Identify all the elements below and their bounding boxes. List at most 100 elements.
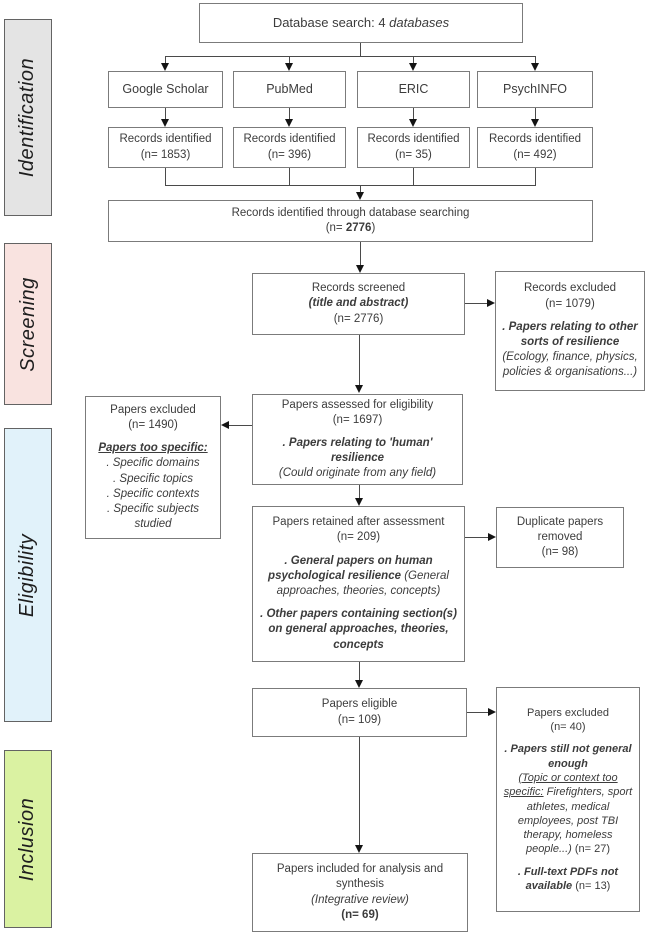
total-n-value: 2776 [345,222,372,234]
excluded-specific-item: . Specific subjects studied [106,502,200,531]
arrowhead-down [161,63,169,71]
records-count: (n= 35) [395,148,432,161]
box-papers-assessed: Papers assessed for eligibility (n= 1697… [252,394,463,485]
excluded-general-count: (n= 40) [550,721,586,734]
box-pubmed: PubMed [233,71,346,108]
included-count: (n= 69) [341,908,379,921]
box-duplicates-removed: Duplicate papers removed (n= 98) [496,507,624,568]
database-name: ERIC [398,82,429,97]
excluded-general-line1: Papers excluded [527,706,609,719]
box-records-excluded: Records excluded (n= 1079) . Papers rela… [495,271,645,391]
eligible-count: (n= 109) [337,713,382,726]
screened-count: (n= 2776) [333,312,384,325]
connector-line [289,108,290,120]
screened-line1: Records screened [311,282,406,295]
arrowhead-down [355,845,363,853]
connector-line [360,185,361,193]
total-n-suffix: ) [371,222,376,234]
box-records-eric: Records identified (n= 35) [357,127,470,168]
box-records-google-scholar: Records identified (n= 1853) [108,127,223,168]
excluded-specific-heading: Papers too specific: [98,442,208,455]
connector-line [229,425,252,426]
duplicates-count: (n= 98) [541,546,579,559]
arrowhead-down [409,119,417,127]
connector-line [535,168,536,186]
connector-line [359,737,360,846]
arrowhead-down [531,119,539,127]
box-papers-included: Papers included for analysis and synthes… [252,853,468,932]
assessed-line1: Papers assessed for eligibility [281,398,434,411]
connector-line [289,168,290,186]
arrowhead-down [355,680,363,688]
excluded-general-reason2: . Full-text PDFs not available [517,865,619,892]
phase-label-inclusion: Inclusion [16,797,39,881]
excluded-general-reason1-detail: Firefighters, sport athletes, medical em… [517,786,633,856]
connector-line [535,108,536,120]
phase-label-identification: Identification [16,57,39,178]
excluded-specific-count: (n= 1490) [128,418,178,431]
included-line2: (Integrative review) [311,893,409,906]
arrowhead-down [355,385,363,393]
connector-line [413,168,414,186]
connector-line [413,108,414,120]
excluded-specific-line1: Papers excluded [110,403,196,416]
arrowhead-right [487,299,495,307]
arrowhead-down [161,119,169,127]
connector-line [465,303,488,304]
retained-reason2: . Other papers containing section(s) on … [260,608,457,651]
excluded-general-reason1: . Papers still not general enough [504,743,632,770]
box-papers-excluded-specific: Papers excluded (n= 1490) Papers too spe… [85,396,221,539]
connector-line [413,56,414,64]
connector-line [289,56,290,64]
total-line: Records identified through database sear… [231,206,470,219]
records-line: Records identified [243,133,336,146]
records-line: Records identified [119,133,212,146]
records-excluded-reason: . Papers relating to other sorts of resi… [502,320,638,348]
arrowhead-down [285,119,293,127]
records-count: (n= 396) [267,148,312,161]
records-count: (n= 492) [513,148,557,161]
assessed-reason: . Papers relating to 'human' resilience [282,436,433,465]
records-line: Records identified [367,133,460,146]
box-records-screened: Records screened (title and abstract) (n… [252,273,465,335]
included-line1: Papers included for analysis and synthes… [276,863,444,891]
retained-count: (n= 209) [336,531,381,544]
box-papers-excluded-general: Papers excluded (n= 40) . Papers still n… [496,687,640,912]
phase-band-eligibility: Eligibility [4,428,52,722]
connector-line [360,242,361,266]
phase-label-screening: Screening [16,276,39,372]
records-excluded-count: (n= 1079) [545,297,595,310]
box-records-psychinfo: Records identified (n= 492) [477,127,593,168]
arrowhead-down [285,63,293,71]
screened-line2: (title and abstract) [308,297,409,310]
arrowhead-down [531,63,539,71]
records-count: (n= 1853) [140,148,191,161]
connector-line [165,56,166,64]
assessed-count: (n= 1697) [332,413,383,426]
connector-line [165,168,166,186]
box-records-identified-total: Records identified through database sear… [108,200,593,242]
excluded-general-reason1-n: (n= 27) [571,843,611,856]
connector-line [359,662,360,681]
arrowhead-right [488,708,496,716]
records-excluded-reason-detail: (Ecology, finance, physics, policies & o… [502,351,638,379]
records-line: Records identified [488,133,582,146]
database-name: PubMed [266,82,313,97]
connector-line [165,56,536,57]
connector-line [359,335,360,386]
excluded-specific-item: . Specific domains [106,457,200,470]
retained-line1: Papers retained after assessment [272,516,445,529]
eligible-line1: Papers eligible [321,698,398,711]
arrowhead-down [409,63,417,71]
box-database-search: Database search: 4 databases [199,3,523,43]
database-name: PsychINFO [503,82,567,97]
connector-line [360,43,361,57]
database-search-italic: databases [389,15,450,31]
connector-line [535,56,536,64]
database-name: Google Scholar [122,82,209,97]
excluded-general-reason1-underline: (Topic or context too specific: [503,771,618,799]
connector-line [165,185,536,186]
retained-reason1: . General papers on human psychological … [268,554,433,582]
excluded-specific-item: . Specific contexts [106,487,200,500]
